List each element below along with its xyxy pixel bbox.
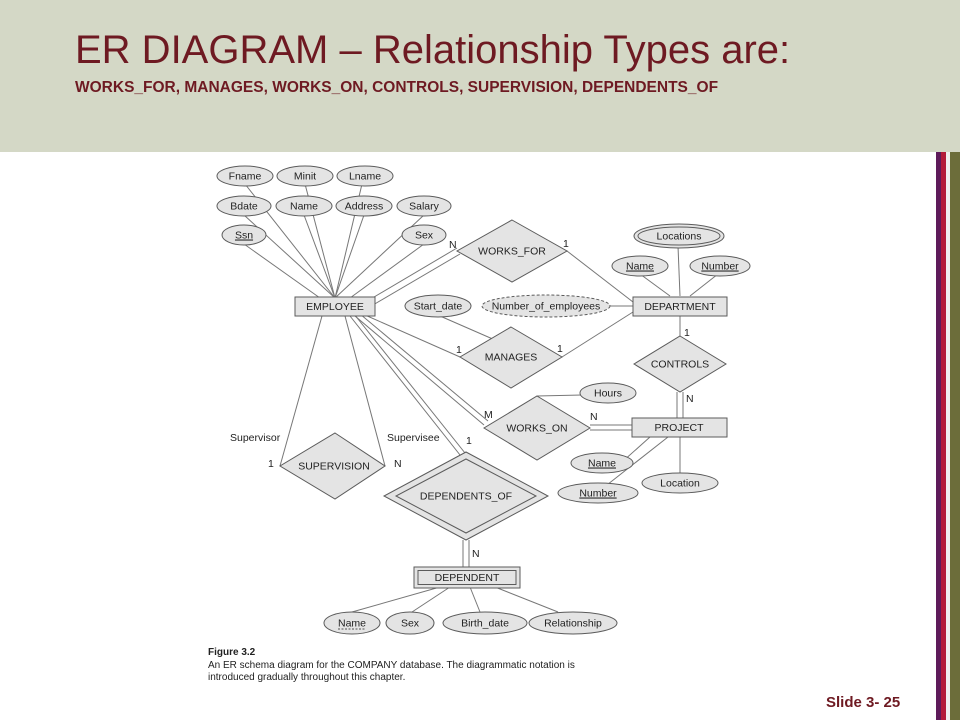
stripe-light [946, 152, 950, 720]
figure-number: Figure 3.2 [208, 647, 256, 658]
rel-works-for [455, 219, 569, 283]
attr-number-of-employees [481, 294, 611, 318]
department-attributes: Locations Name Number Start_date Number_… [404, 223, 751, 318]
rel-dependents-of-label: DEPENDENTS_OF [420, 491, 512, 503]
card-dependents-of-emp: 1 [466, 435, 472, 447]
entity-dependent-inner [417, 570, 517, 585]
entities: EMPLOYEE DEPARTMENT PROJECT DEPENDENT [294, 296, 728, 589]
attr-sex-label: Sex [415, 230, 434, 242]
slide-title: ER DIAGRAM – Relationship Types are: [75, 28, 791, 72]
attr-dep-sex [385, 611, 435, 635]
attr-dept-name-label: Name [626, 261, 654, 273]
decorative-stripes [936, 152, 960, 720]
card-supervision-supervisor: 1 [268, 458, 274, 470]
stripe-red [941, 152, 946, 720]
card-manages-dept: 1 [557, 343, 563, 355]
attr-emp-name-label: Name [290, 201, 318, 213]
card-controls-dept: 1 [684, 327, 690, 339]
attr-hours-label: Hours [594, 388, 622, 400]
entity-dependent [413, 566, 521, 589]
attr-proj-number-label: Number [579, 488, 617, 500]
slide-subtitle: WORKS_FOR, MANAGES, WORKS_ON, CONTROLS, … [75, 79, 719, 96]
attr-bdate-label: Bdate [230, 201, 258, 213]
attr-fname-label: Fname [229, 171, 262, 183]
attr-locations [637, 226, 721, 246]
attr-number-of-employees-label: Number_of_employees [492, 301, 601, 313]
employee-attributes: Fname Minit Lname Bdate Name Address Sal… [216, 165, 452, 246]
card-dependents-of-dep: N [472, 548, 480, 560]
rel-dependents-of [394, 458, 538, 534]
entity-project [631, 417, 728, 438]
attr-birth-date [442, 611, 528, 635]
attr-locations-label: Locations [657, 231, 702, 243]
attr-proj-name [570, 452, 634, 474]
entity-dependent-label: DEPENDENT [435, 572, 500, 584]
card-controls-proj: N [686, 393, 694, 405]
role-supervisee: Supervisee [387, 432, 440, 444]
attr-dept-number [689, 255, 751, 277]
dependent-attributes: Name Sex Birth_date Relationship [323, 611, 618, 635]
relationships: WORKS_FOR MANAGES WORKS_ON CONTROLS SUPE… [279, 219, 727, 541]
project-attributes: Hours Name Number Location [557, 382, 719, 504]
rel-works-on [483, 395, 591, 461]
figure-caption: An ER schema diagram for the COMPANY dat… [208, 660, 575, 683]
slide-number: Slide 3- 25 [826, 694, 901, 711]
attr-salary-label: Salary [409, 201, 440, 213]
rel-works-for-label: WORKS_FOR [478, 246, 546, 258]
attr-ssn [221, 224, 267, 246]
attr-start-date [404, 294, 472, 318]
attr-proj-name-label: Name [588, 458, 616, 470]
role-supervisor: Supervisor [230, 432, 281, 444]
attr-hours [579, 382, 637, 404]
entity-project-label: PROJECT [654, 422, 704, 434]
attr-relationship-label: Relationship [544, 618, 602, 630]
attr-ssn-label: Ssn [235, 230, 253, 242]
rel-controls-label: CONTROLS [651, 359, 709, 371]
attr-location-label: Location [660, 478, 700, 490]
attr-dep-sex-label: Sex [401, 618, 420, 630]
attr-address-label: Address [345, 201, 384, 213]
attr-fname [216, 165, 274, 187]
attr-relationship [528, 611, 618, 635]
rel-works-on-label: WORKS_ON [506, 423, 567, 435]
attr-dept-number-label: Number [701, 261, 739, 273]
rel-manages [459, 326, 563, 389]
attr-bdate [216, 195, 272, 217]
rel-supervision-label: SUPERVISION [298, 461, 370, 473]
rel-manages-label: MANAGES [485, 352, 538, 364]
card-works-for-dept: 1 [563, 238, 569, 250]
rel-supervision [279, 432, 386, 500]
attr-dep-name-label: Name [338, 618, 366, 630]
attr-emp-name [275, 195, 333, 217]
card-manages-emp: 1 [456, 344, 462, 356]
stripe-olive [950, 152, 960, 720]
card-works-for-emp: N [449, 239, 457, 251]
cardinality-labels: N 1 1 1 M N 1 N 1 N 1 N Supervisor Super… [230, 238, 694, 560]
attr-dept-name [611, 255, 669, 277]
attr-location [641, 472, 719, 494]
attr-lname-label: Lname [349, 171, 381, 183]
stripe-purple [936, 152, 941, 720]
title-bar: ER DIAGRAM – Relationship Types are: WOR… [0, 0, 960, 152]
card-supervision-supervisee: N [394, 458, 402, 470]
entity-department-label: DEPARTMENT [644, 301, 716, 313]
attr-minit-label: Minit [294, 171, 316, 183]
attr-address [335, 195, 393, 217]
attr-start-date-label: Start_date [414, 301, 463, 313]
card-works-on-proj: N [590, 411, 598, 423]
rel-controls [633, 335, 727, 393]
attr-salary [396, 195, 452, 217]
attr-lname [336, 165, 394, 187]
entity-department [632, 296, 728, 317]
attr-dep-name [323, 611, 381, 635]
attr-minit [276, 165, 334, 187]
attr-proj-number [557, 482, 639, 504]
card-works-on-emp: M [484, 409, 493, 421]
attr-sex [401, 224, 447, 246]
entity-employee [294, 296, 376, 317]
attr-birth-date-label: Birth_date [461, 618, 509, 630]
entity-employee-label: EMPLOYEE [306, 301, 364, 313]
